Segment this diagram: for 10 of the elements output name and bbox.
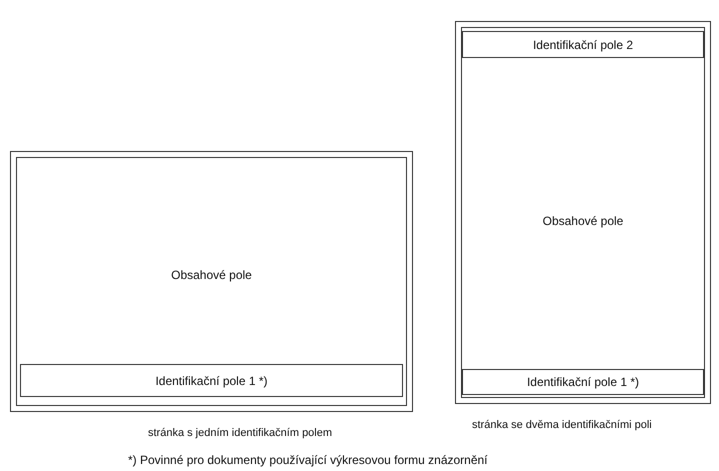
page-caption: stránka s jedním identifikačním polem xyxy=(148,427,332,439)
page-caption: stránka se dvěma identifikačními poli xyxy=(472,419,652,431)
page-frame xyxy=(455,21,711,404)
identification-field: Identifikační pole 1 *) xyxy=(462,369,704,395)
field-label: Obsahové pole xyxy=(170,268,253,282)
field-label: Obsahové pole xyxy=(542,214,624,228)
footnote: *) Povinné pro dokumenty používající výkresovou formu znázornění xyxy=(128,453,488,467)
page-frame xyxy=(10,151,413,412)
identification-field: Identifikační pole 1 *) xyxy=(20,364,403,397)
identification-field: Identifikační pole 2 xyxy=(462,31,704,58)
